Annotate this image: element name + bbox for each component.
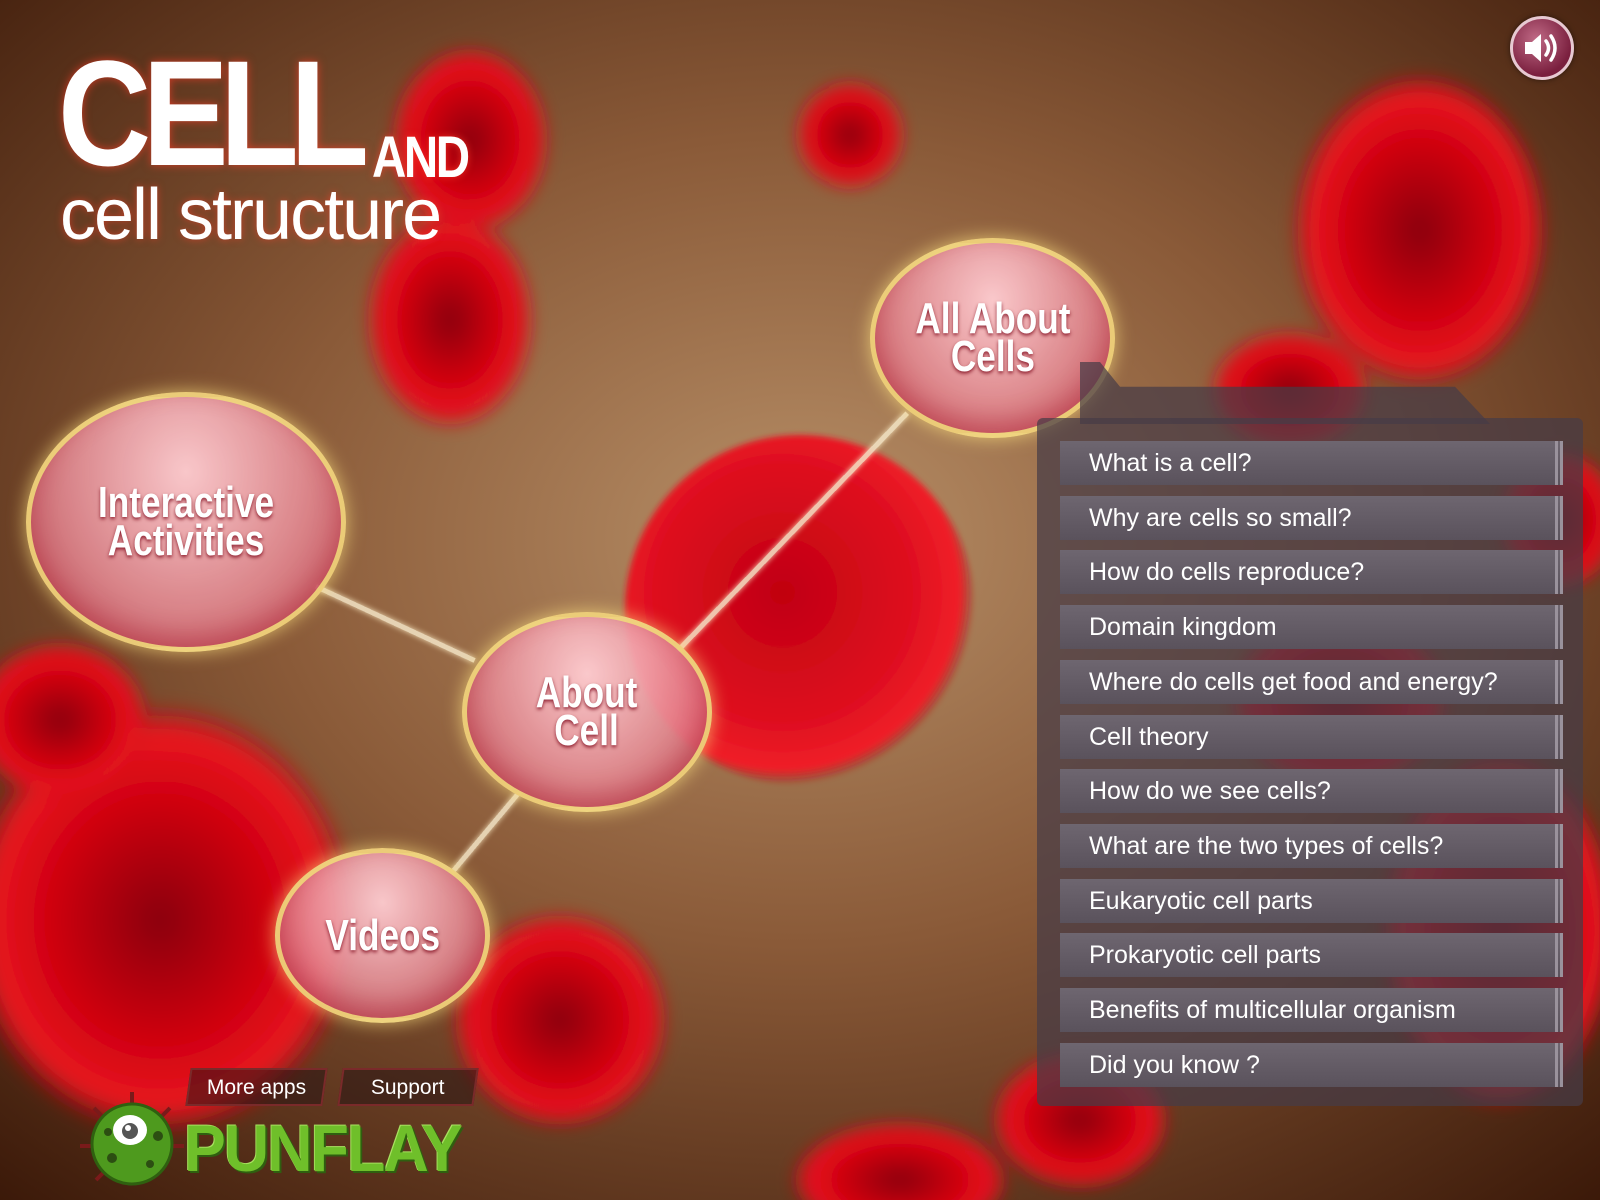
- menu-item[interactable]: What are the two types of cells?: [1060, 824, 1563, 868]
- support-label: Support: [371, 1076, 445, 1099]
- support-button[interactable]: Support: [337, 1068, 479, 1106]
- brand-name: PUNFLAY: [184, 1111, 463, 1185]
- menu-item[interactable]: Eukaryotic cell parts: [1060, 879, 1563, 923]
- menu-item[interactable]: Cell theory: [1060, 715, 1563, 759]
- all-about-cells-bubble[interactable]: All About Cells: [870, 238, 1115, 438]
- menu-item[interactable]: Where do cells get food and energy?: [1060, 660, 1563, 704]
- menu-item[interactable]: Domain kingdom: [1060, 605, 1563, 649]
- menu-item[interactable]: How do cells reproduce?: [1060, 550, 1563, 594]
- menu-item[interactable]: What is a cell?: [1060, 441, 1563, 485]
- all-about-cells-label: All About Cells: [914, 294, 1071, 381]
- title-and: AND: [372, 125, 470, 190]
- about-cell-bubble[interactable]: About Cell: [462, 612, 712, 812]
- interactive-activities-bubble[interactable]: Interactive Activities: [26, 392, 346, 652]
- menu-item[interactable]: Benefits of multicellular organism: [1060, 988, 1563, 1032]
- sound-toggle-button[interactable]: [1510, 16, 1574, 80]
- videos-label: Videos: [325, 910, 440, 960]
- menu-item[interactable]: Did you know ?: [1060, 1043, 1563, 1087]
- videos-bubble[interactable]: Videos: [275, 848, 490, 1023]
- menu-item[interactable]: Prokaryotic cell parts: [1060, 933, 1563, 977]
- menu-item[interactable]: Why are cells so small?: [1060, 496, 1563, 540]
- speaker-icon: [1525, 34, 1557, 62]
- app-title: CELL AND cell structure: [58, 29, 470, 255]
- menu-item[interactable]: How do we see cells?: [1060, 769, 1563, 813]
- virus-mascot-icon: [80, 1092, 184, 1186]
- more-apps-button[interactable]: More apps: [185, 1068, 328, 1106]
- interactive-activities-label: Interactive Activities: [97, 478, 275, 565]
- title-main: CELL: [58, 29, 369, 197]
- title-subtitle: cell structure: [60, 175, 442, 255]
- about-cell-label: About Cell: [536, 668, 638, 755]
- more-apps-label: More apps: [206, 1076, 306, 1099]
